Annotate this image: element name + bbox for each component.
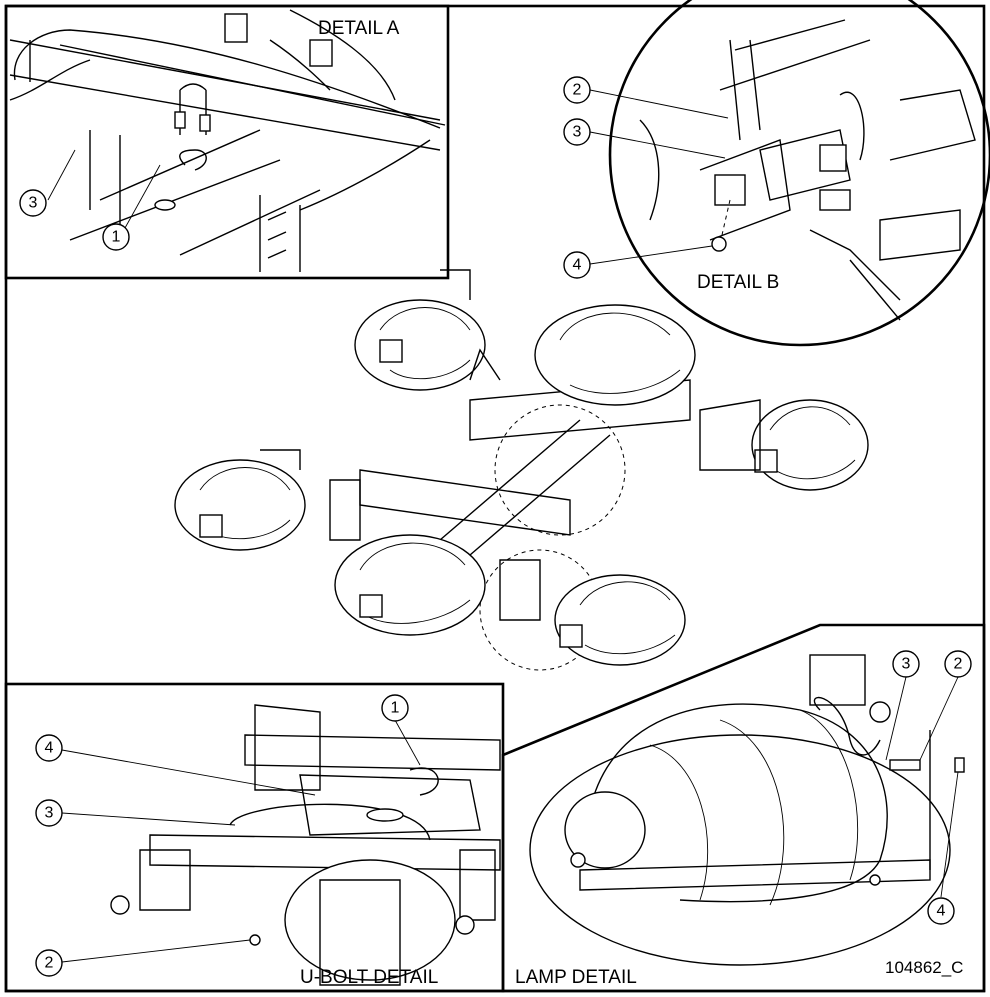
lamp-right: [751, 399, 869, 491]
ubolt-detail-panel: 1 4 3 2 U-BOLT DETAIL: [4, 682, 505, 993]
callout-b-3-label: 3: [573, 124, 582, 141]
ubolt-detail-title: U-BOLT DETAIL: [300, 967, 438, 988]
lamp-upper-center: [534, 304, 696, 406]
callout-b-2: [563, 76, 591, 104]
callout-a-3-label: 3: [29, 195, 38, 212]
lamp-left: [174, 459, 306, 551]
detail-b-panel: 2 3 4 DETAIL B: [563, 0, 990, 347]
callout-ubolt-4-label: 4: [45, 740, 54, 757]
callout-a-3: [19, 189, 47, 217]
detail-a-title: DETAIL A: [318, 18, 400, 39]
callout-lamp-2: [944, 650, 972, 678]
callout-ubolt-3-label: 3: [45, 805, 54, 822]
callout-b-4-label: 4: [573, 257, 582, 274]
callout-ubolt-1: [381, 694, 409, 722]
callout-lamp-2-label: 2: [954, 656, 963, 673]
lamp-lower-center: [334, 534, 486, 636]
detail-b-frame: [608, 0, 990, 347]
callout-lamp-4-label: 4: [937, 903, 946, 920]
drawing-number: 104862_C: [885, 958, 963, 977]
callout-ubolt-2-label: 2: [45, 955, 54, 972]
callout-lamp-3: [892, 650, 920, 678]
detail-a-panel: 3 1 DETAIL A: [4, 4, 450, 280]
callout-a-1-label: 1: [112, 229, 121, 246]
lamp-detail-title: LAMP DETAIL: [515, 967, 637, 988]
lamp-upper-left: [354, 299, 486, 391]
lamp-detail-panel: 3 2 4 LAMP DETAIL 104862_C: [501, 623, 986, 993]
callout-a-1: [102, 223, 130, 251]
callout-b-2-label: 2: [573, 82, 582, 99]
lamp-lower-right: [554, 574, 686, 666]
callout-ubolt-2: [35, 949, 63, 977]
callout-ubolt-1-label: 1: [391, 700, 400, 717]
callout-lamp-3-label: 3: [902, 656, 911, 673]
detail-a-frame: [4, 4, 450, 280]
callout-ubolt-3: [35, 799, 63, 827]
callout-b-3: [563, 118, 591, 146]
lamp-detail-frame: [501, 623, 986, 993]
main-assembly: [174, 269, 869, 671]
callout-b-4: [563, 251, 591, 279]
callout-lamp-4: [927, 897, 955, 925]
detail-b-title: DETAIL B: [697, 272, 779, 293]
callout-ubolt-4: [35, 734, 63, 762]
